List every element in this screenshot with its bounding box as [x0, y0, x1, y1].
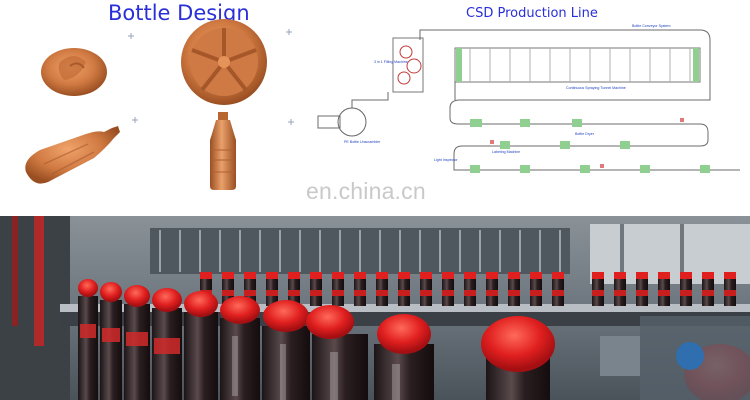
label-filling-machine: 3 in 1 Filling Machine	[374, 60, 408, 64]
bottling-line-photo	[0, 216, 750, 400]
filling-machine-shape	[392, 37, 424, 93]
diagram-green-machines	[456, 48, 710, 173]
bottle-design-renders	[25, 19, 294, 190]
bottle-front-render	[210, 112, 236, 190]
bottle-side-render	[25, 126, 120, 184]
label-bottle-conveyor: Bottle Conveyor System	[632, 24, 671, 28]
production-line-diagram	[317, 29, 740, 173]
production-line-title: CSD Production Line	[466, 6, 598, 21]
diagram-red-marks	[490, 118, 684, 168]
label-bottle-dryer: Bottle Dryer	[575, 132, 594, 136]
watermark: en.china.cn	[306, 178, 426, 204]
label-cooling-tunnel: Continuous Spraying Tunnel Machine	[566, 86, 626, 90]
unscrambler-shape	[337, 107, 367, 137]
bottle-row-back	[200, 272, 736, 306]
bottle-base-large-render	[181, 19, 267, 105]
top-panel: Bottle Design CSD Production Line	[25, 1, 740, 204]
bottle-base-small-render	[41, 48, 107, 96]
production-line-photo	[0, 216, 750, 400]
label-unscrambler: PE Bottle Unscrambler	[344, 140, 381, 144]
cooling-tunnel-shape	[454, 47, 701, 83]
label-labeling: Labeling Machine	[492, 150, 521, 154]
label-light-inspector: Light Inspector	[434, 158, 458, 162]
